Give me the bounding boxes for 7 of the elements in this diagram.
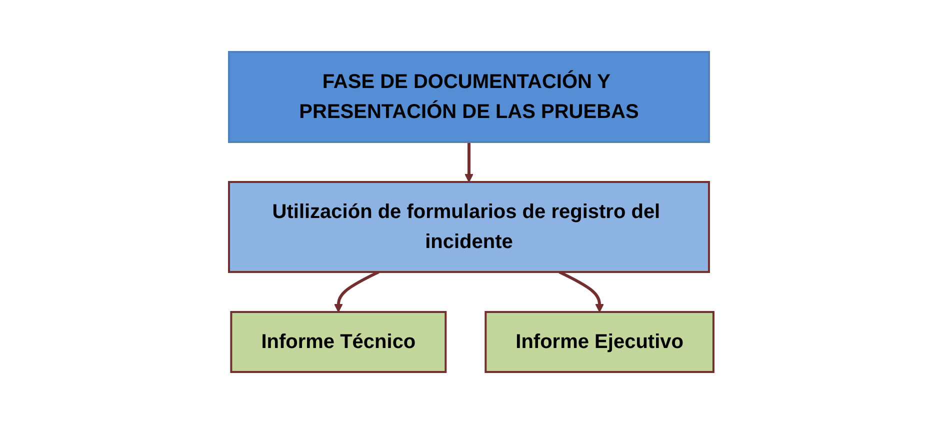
- node-box: Informe Técnico: [230, 310, 447, 372]
- arrow: [334, 270, 380, 312]
- node-box: Informe Ejecutivo: [484, 310, 715, 372]
- node-box: FASE DE DOCUMENTACIÓN Y PRESENTACIÓN DE LAS PRUEBAS: [228, 50, 710, 142]
- arrow: [464, 142, 474, 182]
- node-box: Utilización de formularios de registro del incidente: [228, 180, 710, 272]
- arrow: [558, 270, 604, 312]
